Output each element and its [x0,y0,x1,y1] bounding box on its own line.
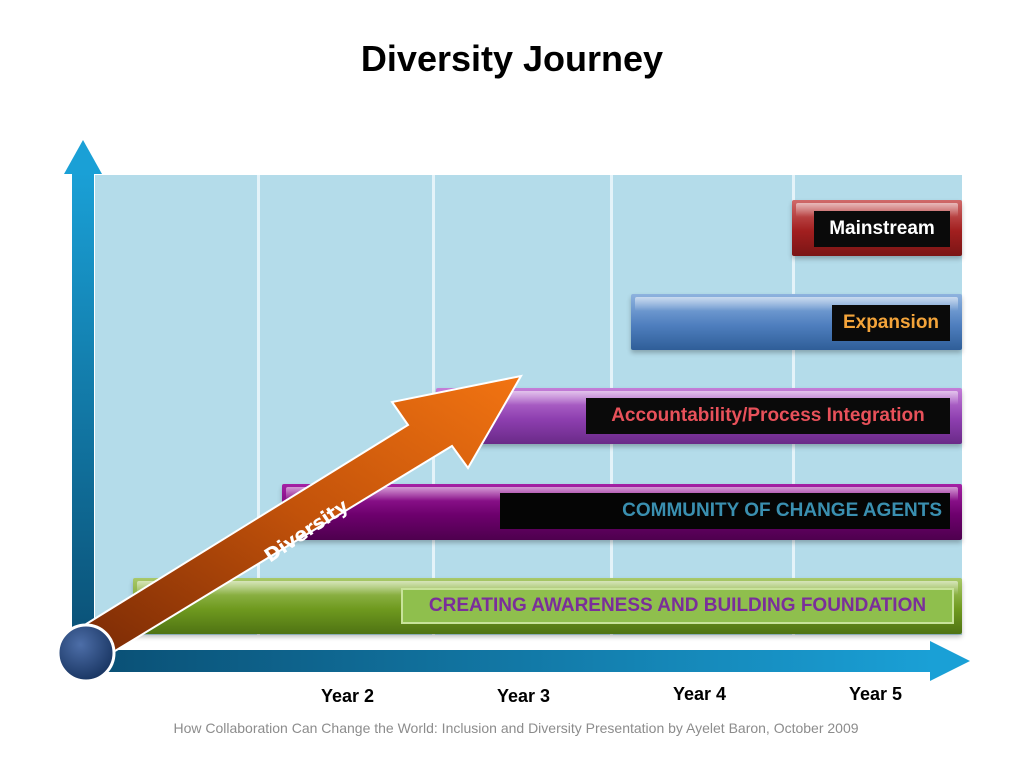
slide-title: Diversity Journey [360,38,664,79]
stage-label-mainstream: Mainstream [814,211,950,247]
year-label: Year 4 [673,684,727,704]
stage-label-accountability: Accountability/Process Integration [586,398,950,434]
slide-footer: How Collaboration Can Change the World: … [173,720,859,736]
stage-label-expansion: Expansion [832,305,950,341]
diversity-arrow [81,374,523,656]
horizontal-axis-arrowhead [930,641,970,681]
stage-label-community: COMMUNITY OF CHANGE AGENTS [500,493,950,529]
stage-label-awareness: CREATING AWARENESS AND BUILDING FOUNDATI… [401,588,954,624]
origin-node [56,623,116,683]
vertical-axis [72,172,94,652]
year-label: Year 5 [849,684,903,704]
year-label: Year 2 [321,686,375,706]
year-label: Year 3 [497,686,551,706]
gridline [257,175,260,635]
horizontal-axis [88,650,933,672]
vertical-axis-arrowhead [64,140,102,174]
